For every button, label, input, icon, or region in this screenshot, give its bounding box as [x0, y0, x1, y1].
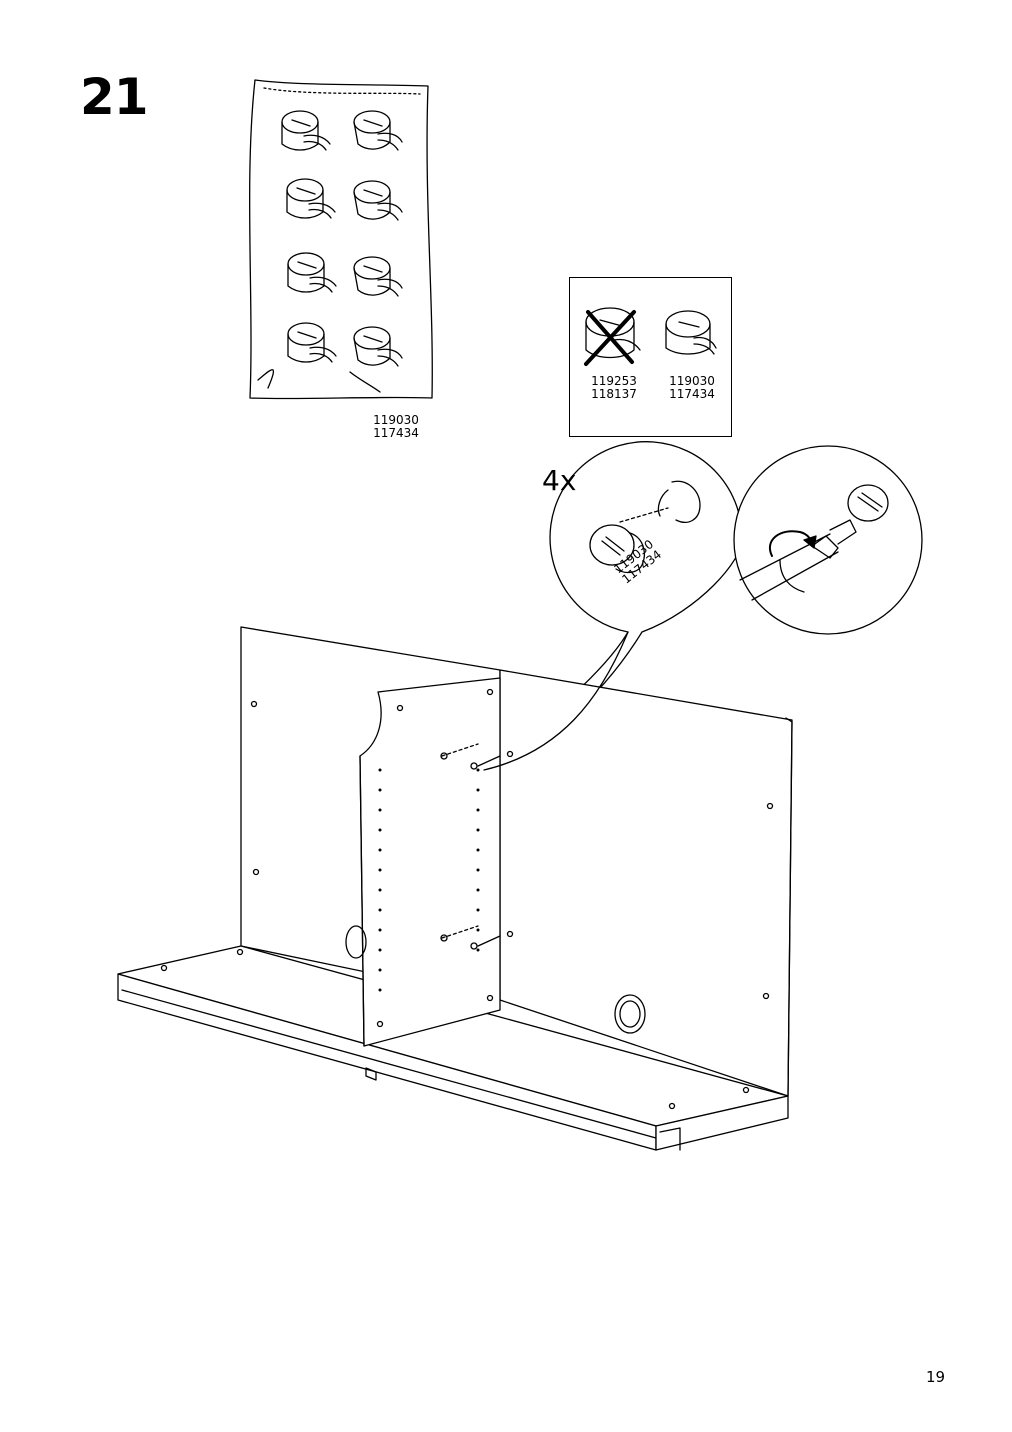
cam-lock-fitting-icon [589, 524, 645, 574]
parts-bag [248, 79, 433, 400]
quantity-label: 4x [542, 464, 577, 497]
wrong-part-code: 119253 118137 [586, 375, 642, 401]
detail-callout-turn [733, 445, 923, 635]
correct-cam-lock-icon [665, 310, 717, 355]
bag-part-code-line1: 119030 [373, 413, 419, 427]
cross-out-icon [584, 310, 636, 366]
step-number: 21 [80, 68, 149, 126]
right-part-code-line1: 119030 [669, 374, 715, 388]
comparison-box: 119253 118137 119030 117434 [569, 277, 732, 437]
bag-part-code: 119030 117434 [366, 414, 426, 440]
right-part-code-line2: 117434 [669, 387, 715, 401]
cabinet-assembly [117, 626, 793, 1151]
page-number: 19 [926, 1368, 946, 1386]
bag-part-code-line2: 117434 [373, 426, 419, 440]
wrong-part-code-line2: 118137 [591, 387, 637, 401]
right-part-code: 119030 117434 [664, 375, 720, 401]
cam-lock-fitting-icon [281, 110, 403, 367]
wrong-part-code-line1: 119253 [591, 374, 637, 388]
cam-lock-fitting-icon [847, 484, 889, 522]
